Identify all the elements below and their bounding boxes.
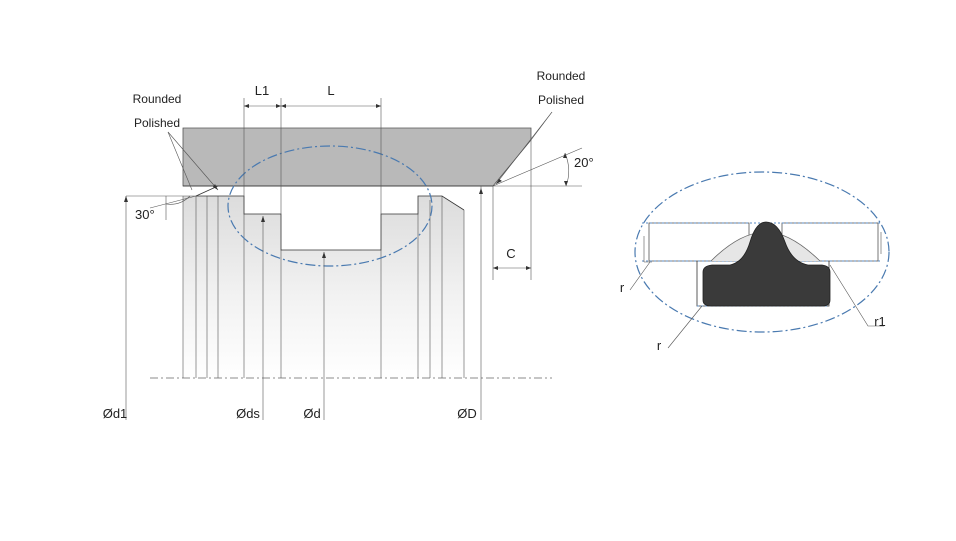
label-rounded-right: Rounded [537,69,586,83]
label-rounded-left: Rounded [133,92,182,106]
detail-seal [702,221,831,307]
label-l: L [327,83,334,98]
label-d1: Ød1 [103,406,128,421]
rod [182,127,532,187]
label-angle-30: 30° [135,207,155,222]
leader-left [167,131,219,191]
housing-shading [182,196,465,378]
main-section: Rounded Polished Rounded Polished L1 L 3… [103,69,594,421]
gland-housing [183,196,464,380]
label-r1: r1 [874,314,886,329]
leader-r-bottom [667,305,703,349]
detail-outer-ellipse [634,171,890,333]
label-D: ØD [457,406,477,421]
leader-right [495,111,553,185]
angle-30-mark [149,195,197,220]
label-d: Ød [303,406,320,421]
detail-side-mark-left [643,236,652,263]
detail-ellipse [227,145,433,267]
leader-r1 [829,264,884,327]
groove-outline [196,195,465,251]
label-polished-left: Polished [134,116,180,130]
leader-r-top [629,261,651,291]
dim-diameters [124,186,483,420]
detail-view: r r r1 [620,171,890,353]
label-c: C [506,246,515,261]
label-r-bottom: r [657,338,662,353]
label-l1: L1 [255,83,269,98]
angle-20-mark [492,147,583,187]
label-polished-right: Polished [538,93,584,107]
label-ds: Øds [236,406,260,421]
label-r-top: r [620,280,625,295]
dim-length [243,98,382,214]
dim-c [492,140,532,280]
label-angle-20: 20° [574,155,594,170]
